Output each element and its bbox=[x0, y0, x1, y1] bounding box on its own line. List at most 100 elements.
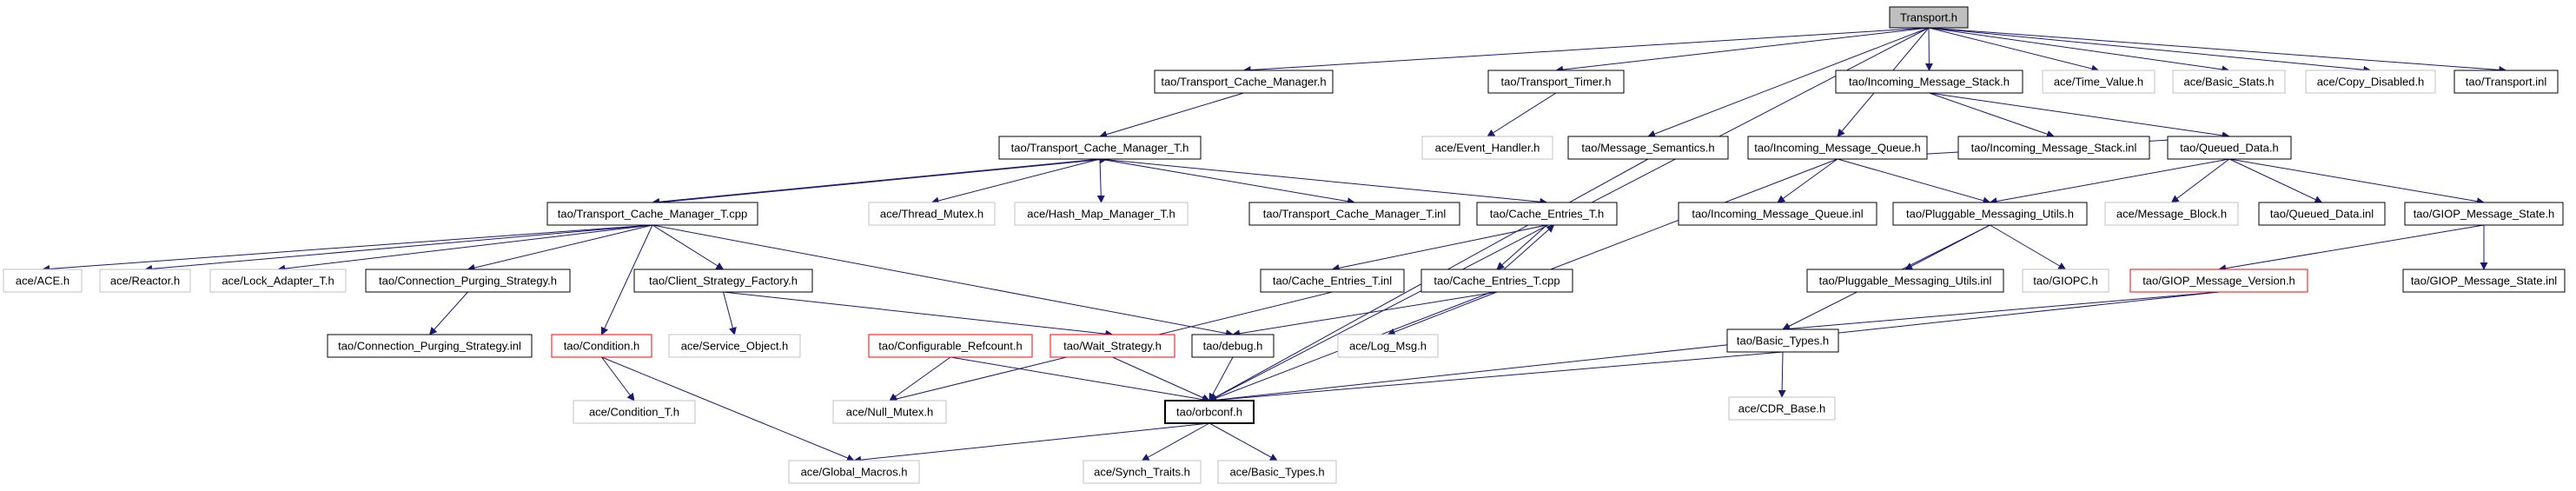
edge-tao-condition-h-to-ace-condition-t-h bbox=[601, 356, 635, 401]
node-box bbox=[832, 400, 947, 424]
node-box bbox=[546, 202, 758, 226]
edge-tao-queued-data-h-to-tao-queued-data-inl bbox=[2228, 158, 2323, 203]
node-ace-message-block-h: ace/Message_Block.h bbox=[2104, 202, 2239, 226]
node-label: tao/Cache_Entries_T.inl bbox=[1273, 275, 1392, 288]
node-tao-debug-h[interactable]: tao/debug.h bbox=[1191, 334, 1275, 358]
node-tao-connection-purging-strategy-h[interactable]: tao/Connection_Purging_Strategy.h bbox=[365, 269, 571, 293]
node-label: tao/Client_Strategy_Factory.h bbox=[649, 275, 798, 288]
node-box bbox=[1217, 460, 1337, 484]
node-label: ace/Null_Mutex.h bbox=[846, 406, 933, 419]
node-box bbox=[2167, 136, 2292, 160]
node-tao-configurable-refcount-h[interactable]: tao/Configurable_Refcount.h bbox=[868, 334, 1033, 358]
edge-transport-h-to-ace-time-value-h bbox=[1928, 27, 2100, 73]
edges-layer bbox=[42, 27, 2507, 464]
node-tao-incoming-message-stack-h[interactable]: tao/Incoming_Message_Stack.h bbox=[1835, 70, 2023, 94]
node-box bbox=[1889, 6, 1969, 29]
edge-transport-h-to-tao-incoming-message-stack-h bbox=[1924, 27, 1933, 71]
node-label: ace/Service_Object.h bbox=[681, 340, 789, 353]
node-ace-null-mutex-h: ace/Null_Mutex.h bbox=[832, 400, 947, 424]
node-tao-cache-entries-t-cpp[interactable]: tao/Cache_Entries_T.cpp bbox=[1420, 269, 1573, 293]
node-tao-giop-message-state-h[interactable]: tao/GIOP_Message_State.h bbox=[2404, 202, 2564, 226]
node-tao-queued-data-inl[interactable]: tao/Queued_Data.inl bbox=[2258, 202, 2386, 226]
node-tao-condition-h[interactable]: tao/Condition.h bbox=[551, 334, 652, 358]
node-tao-pluggable-messaging-utils-h[interactable]: tao/Pluggable_Messaging_Utils.h bbox=[1892, 202, 2088, 226]
node-tao-orbconf-h[interactable]: tao/orbconf.h bbox=[1164, 400, 1255, 424]
edge-tao-transport-cache-manager-t-h-to-tao-transport-cache-manager-t-cpp bbox=[652, 158, 1101, 206]
node-box bbox=[1014, 202, 1189, 226]
node-label: ace/ACE.h bbox=[16, 275, 70, 288]
edge-tao-transport-cache-manager-t-cpp-to-tao-debug-h bbox=[652, 224, 1234, 337]
edge-tao-transport-cache-manager-t-cpp-to-ace-reactor-h bbox=[144, 224, 653, 273]
node-box bbox=[2172, 70, 2286, 94]
node-transport-h: Transport.h bbox=[1889, 6, 1969, 29]
node-tao-incoming-message-queue-inl[interactable]: tao/Incoming_Message_Queue.inl bbox=[1678, 202, 1877, 226]
node-box bbox=[3, 269, 83, 293]
node-tao-wait-strategy-h[interactable]: tao/Wait_Strategy.h bbox=[1050, 334, 1175, 358]
node-tao-pluggable-messaging-utils-inl[interactable]: tao/Pluggable_Messaging_Utils.inl bbox=[1806, 269, 2004, 293]
node-ace-log-msg-h: ace/Log_Msg.h bbox=[1337, 334, 1439, 358]
node-tao-transport-inl[interactable]: tao/Transport.inl bbox=[2453, 70, 2559, 94]
node-tao-transport-timer-h[interactable]: tao/Transport_Timer.h bbox=[1487, 70, 1625, 94]
node-label: tao/Wait_Strategy.h bbox=[1063, 340, 1162, 353]
node-label: ace/Global_Macros.h bbox=[801, 466, 908, 479]
node-label: ace/Time_Value.h bbox=[2054, 76, 2143, 89]
node-label: tao/GIOP_Message_Version.h bbox=[2142, 275, 2295, 288]
node-box bbox=[551, 334, 652, 358]
node-box bbox=[2129, 269, 2308, 293]
node-tao-transport-cache-manager-t-h[interactable]: tao/Transport_Cache_Manager_T.h bbox=[998, 136, 1202, 160]
node-tao-giopc-h: tao/GIOPC.h bbox=[2022, 269, 2109, 293]
node-ace-reactor-h: ace/Reactor.h bbox=[99, 269, 191, 293]
edge-tao-giop-message-version-h-to-tao-basic-types-h bbox=[1782, 291, 2220, 333]
edge-tao-incoming-message-queue-h-to-tao-incoming-message-queue-inl bbox=[1777, 158, 1838, 203]
node-box bbox=[2042, 70, 2155, 94]
node-ace-hash-map-manager-t-h: ace/Hash_Map_Manager_T.h bbox=[1014, 202, 1189, 226]
node-label: tao/Basic_Types.h bbox=[1737, 335, 1829, 348]
node-ace-ace-h: ace/ACE.h bbox=[3, 269, 83, 293]
node-tao-queued-data-h[interactable]: tao/Queued_Data.h bbox=[2167, 136, 2292, 160]
edge-tao-orbconf-h-to-ace-synch-traits-h bbox=[1141, 422, 1210, 461]
node-ace-condition-t-h: ace/Condition_T.h bbox=[573, 400, 696, 424]
edge-tao-transport-cache-manager-t-h-to-ace-hash-map-manager-t-h bbox=[1096, 158, 1105, 203]
edge-tao-orbconf-h-to-ace-global-macros-h bbox=[853, 422, 1210, 464]
node-tao-basic-types-h[interactable]: tao/Basic_Types.h bbox=[1726, 328, 1839, 353]
edge-tao-pluggable-messaging-utils-h-to-tao-giopc-h bbox=[1990, 224, 2067, 270]
edge-tao-transport-cache-manager-t-h-to-ace-thread-mutex-h bbox=[930, 158, 1101, 205]
node-box bbox=[1191, 334, 1275, 358]
node-box bbox=[1957, 136, 2150, 160]
node-box bbox=[1164, 400, 1255, 424]
node-ace-synch-traits-h: ace/Synch_Traits.h bbox=[1083, 460, 1202, 484]
node-tao-cache-entries-t-inl[interactable]: tao/Cache_Entries_T.inl bbox=[1260, 269, 1405, 293]
node-label: tao/Transport_Cache_Manager_T.cpp bbox=[558, 208, 747, 221]
node-box bbox=[1806, 269, 2004, 293]
node-tao-incoming-message-stack-inl[interactable]: tao/Incoming_Message_Stack.inl bbox=[1957, 136, 2150, 160]
edge-transport-h-to-tao-message-semantics-h bbox=[1647, 27, 1930, 138]
node-label: tao/Connection_Purging_Strategy.inl bbox=[338, 340, 521, 353]
node-label: tao/Cache_Entries_T.cpp bbox=[1434, 275, 1560, 288]
edge-tao-cache-entries-t-cpp-to-tao-cache-entries-t-h bbox=[1503, 224, 1555, 270]
node-box bbox=[2402, 269, 2566, 293]
edge-tao-transport-cache-manager-t-cpp-to-tao-connection-purging-strategy-h bbox=[467, 224, 653, 272]
node-tao-giop-message-state-inl[interactable]: tao/GIOP_Message_State.inl bbox=[2402, 269, 2566, 293]
node-box bbox=[788, 460, 920, 484]
node-label: tao/debug.h bbox=[1203, 340, 1263, 353]
node-label: ace/CDR_Base.h bbox=[1738, 402, 1825, 415]
node-tao-giop-message-version-h[interactable]: tao/GIOP_Message_Version.h bbox=[2129, 269, 2308, 293]
node-tao-transport-cache-manager-t-cpp[interactable]: tao/Transport_Cache_Manager_T.cpp bbox=[546, 202, 758, 226]
edge-tao-queued-data-h-to-tao-giop-message-state-h bbox=[2228, 158, 2485, 206]
node-tao-client-strategy-factory-h[interactable]: tao/Client_Strategy_Factory.h bbox=[633, 269, 813, 293]
node-box bbox=[2022, 269, 2109, 293]
node-tao-connection-purging-strategy-inl[interactable]: tao/Connection_Purging_Strategy.inl bbox=[327, 334, 533, 358]
node-tao-incoming-message-queue-h[interactable]: tao/Incoming_Message_Queue.h bbox=[1747, 136, 1928, 160]
node-tao-cache-entries-t-h[interactable]: tao/Cache_Entries_T.h bbox=[1476, 202, 1618, 226]
node-label: tao/Connection_Purging_Strategy.h bbox=[379, 275, 557, 288]
edge-tao-incoming-message-stack-h-to-tao-incoming-message-stack-inl bbox=[1929, 92, 2055, 138]
node-ace-thread-mutex-h: ace/Thread_Mutex.h bbox=[868, 202, 996, 226]
edge-tao-transport-cache-manager-t-h-to-tao-transport-cache-manager-t-inl bbox=[1099, 158, 1355, 206]
node-box bbox=[209, 269, 347, 293]
node-tao-message-semantics-h[interactable]: tao/Message_Semantics.h bbox=[1567, 136, 1729, 160]
node-tao-transport-cache-manager-h[interactable]: tao/Transport_Cache_Manager.h bbox=[1154, 70, 1334, 94]
node-box bbox=[2404, 202, 2564, 226]
node-box bbox=[1567, 136, 1729, 160]
edge-tao-transport-cache-manager-h-to-tao-transport-cache-manager-t-h bbox=[1099, 92, 1244, 138]
node-tao-transport-cache-manager-t-inl[interactable]: tao/Transport_Cache_Manager_T.inl bbox=[1248, 202, 1460, 226]
